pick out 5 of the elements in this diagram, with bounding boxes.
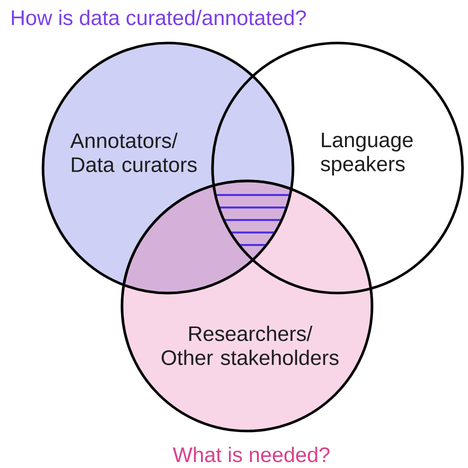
question-text: How is data curated/annotated? bbox=[12, 10, 306, 26]
circle-label: Researchers/ Other stakeholders bbox=[162, 326, 338, 366]
circle-label: Language speakers bbox=[320, 132, 413, 176]
question-text: What is needed? bbox=[172, 446, 330, 462]
circle-label: Annotators/ Data curators bbox=[70, 132, 197, 172]
